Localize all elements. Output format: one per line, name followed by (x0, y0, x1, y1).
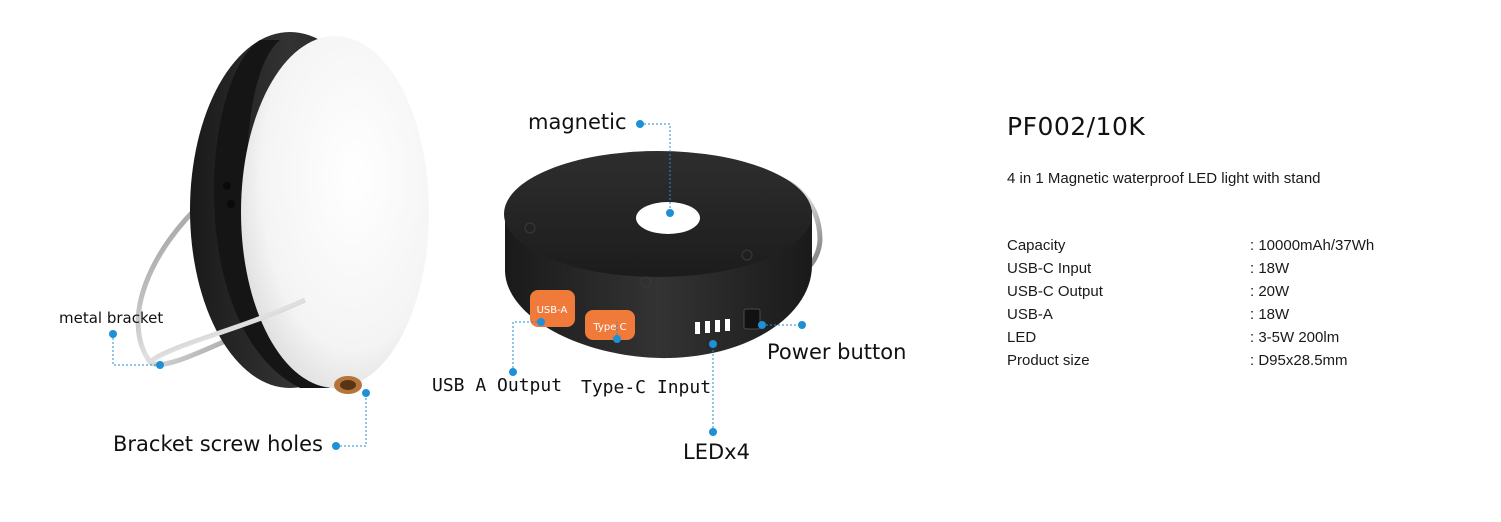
spec-value: : 3-5W 200lm (1250, 329, 1340, 346)
spec-label: USB-A (1007, 306, 1053, 323)
spec-value: : 10000mAh/37Wh (1250, 237, 1375, 254)
spec-row: Product size : D95x28.5mm (1007, 349, 1374, 372)
spec-value: : D95x28.5mm (1250, 352, 1348, 369)
spec-row: USB-A : 18W (1007, 303, 1374, 326)
spec-row: LED : 3-5W 200lm (1007, 326, 1374, 349)
spec-value: : 18W (1250, 306, 1290, 323)
type-c-port-label: Type C (592, 322, 626, 333)
metal-bracket-front (148, 297, 307, 364)
metal-bracket-label: metal bracket (59, 309, 164, 327)
spec-label: Capacity (1007, 237, 1066, 254)
spec-row: Capacity : 10000mAh/37Wh (1007, 234, 1374, 257)
magnet-ring-icon (636, 202, 700, 234)
type-c-port-icon (585, 310, 635, 340)
usb-a-port-icon (530, 290, 575, 327)
spec-table: Capacity : 10000mAh/37Wh USB-C Input : 18W… (1007, 234, 1374, 372)
vent-hole-icon (223, 182, 231, 190)
usb-a-port-label: USB-A (537, 305, 568, 316)
bracket-screw-holes-label: Bracket screw holes (113, 432, 323, 456)
callout-leaders (112, 123, 802, 447)
spec-label: Product size (1007, 352, 1090, 369)
spec-row: USB-C Input : 18W (1007, 257, 1374, 280)
led-indicator-icon (725, 319, 730, 331)
spec-label: LED (1007, 329, 1037, 346)
led-indicator-icon (705, 321, 710, 333)
led-indicator-icon (695, 322, 700, 334)
spec-label: USB-C Input (1007, 260, 1092, 277)
product-model-title: PF002/10K (1007, 112, 1146, 141)
type-c-input-label: Type-C Input (581, 377, 712, 398)
power-bank-device (504, 151, 812, 359)
spec-label: USB-C Output (1007, 283, 1103, 300)
lamp-side-view (190, 32, 429, 394)
ledx4-label: LEDx4 (683, 440, 750, 464)
usb-a-output-label: USB A Output (432, 375, 563, 396)
callout-dots (109, 120, 806, 450)
product-tagline: 4 in 1 Magnetic waterproof LED light wit… (1007, 170, 1321, 187)
led-indicator-icon (715, 320, 720, 332)
power-button-icon (743, 308, 761, 330)
spec-value: : 18W (1250, 260, 1290, 277)
vent-hole-icon (227, 200, 235, 208)
spec-value: : 20W (1250, 283, 1290, 300)
magnetic-label: magnetic (528, 110, 627, 134)
spec-row: USB-C Output : 20W (1007, 280, 1374, 303)
power-button-label: Power button (767, 340, 907, 364)
